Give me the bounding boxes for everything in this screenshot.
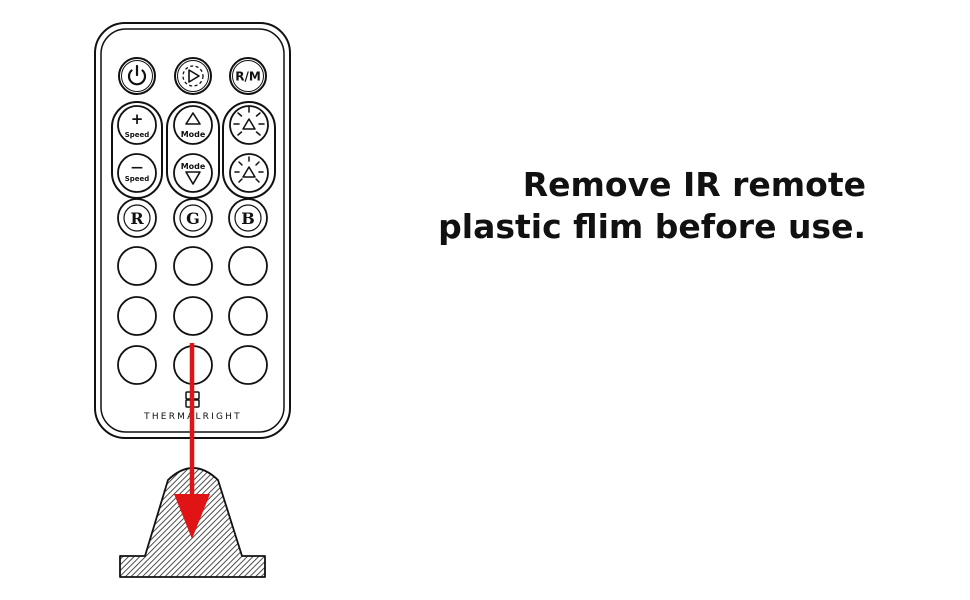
- green-label: G: [186, 209, 200, 228]
- mode-up-button[interactable]: Mode: [173, 105, 213, 145]
- blue-label: B: [241, 209, 255, 228]
- rm-label: R/M: [235, 70, 261, 84]
- speed-down-label: Speed: [125, 175, 150, 183]
- blue-button[interactable]: B: [228, 198, 268, 238]
- brightness-down-button[interactable]: [229, 153, 269, 193]
- color-button[interactable]: [228, 296, 268, 336]
- color-button[interactable]: [117, 345, 157, 385]
- color-button[interactable]: [228, 345, 268, 385]
- brightness-up-button[interactable]: [229, 105, 269, 145]
- speed-up-label: Speed: [125, 131, 150, 139]
- color-button[interactable]: [173, 246, 213, 286]
- red-label: R: [130, 209, 144, 228]
- color-button[interactable]: [117, 246, 157, 286]
- rm-button[interactable]: R/M: [229, 57, 267, 95]
- color-button[interactable]: [117, 296, 157, 336]
- speed-up-button[interactable]: + Speed: [117, 105, 157, 145]
- mode-down-triangle-icon: [185, 171, 201, 185]
- speed-down-button[interactable]: — Speed: [117, 153, 157, 193]
- color-button[interactable]: [173, 296, 213, 336]
- instruction-line-1: Remove IR remote: [522, 165, 866, 204]
- red-button[interactable]: R: [117, 198, 157, 238]
- brightness-down-icon: [234, 156, 264, 183]
- speed-down-symbol: —: [131, 160, 143, 174]
- brightness-up-icon: [233, 106, 265, 136]
- mode-down-button[interactable]: Mode: [173, 153, 213, 193]
- instruction-line-2: plastic flim before use.: [438, 207, 866, 246]
- pull-arrow-icon: [174, 343, 210, 539]
- mode-up-triangle-icon: [185, 112, 201, 125]
- power-button[interactable]: [118, 57, 156, 95]
- power-icon: [127, 64, 147, 86]
- play-icon: [182, 65, 204, 87]
- mode-up-label: Mode: [181, 130, 206, 139]
- green-button[interactable]: G: [173, 198, 213, 238]
- play-button[interactable]: [174, 57, 212, 95]
- color-button[interactable]: [228, 246, 268, 286]
- mode-down-label: Mode: [181, 162, 206, 171]
- speed-up-symbol: +: [131, 110, 144, 128]
